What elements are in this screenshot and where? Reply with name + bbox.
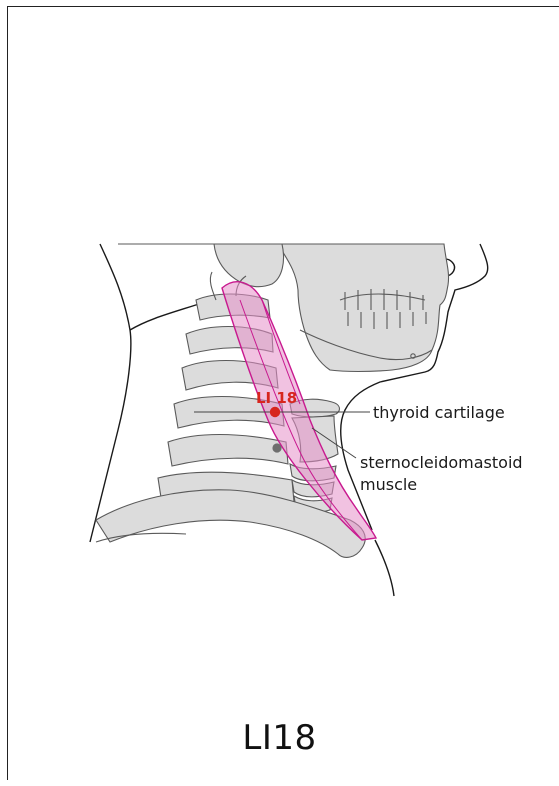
figure-caption: LI18 <box>0 718 559 758</box>
li18-point <box>270 407 280 417</box>
sternocleidomastoid-label-line1: sternocleidomastoid <box>360 453 523 472</box>
sternocleidomastoid-label-line2: muscle <box>360 475 417 494</box>
secondary-point <box>272 443 281 452</box>
thyroid-cartilage-label: thyroid cartilage <box>373 403 505 422</box>
li18-point-label: LI 18 <box>256 389 297 407</box>
